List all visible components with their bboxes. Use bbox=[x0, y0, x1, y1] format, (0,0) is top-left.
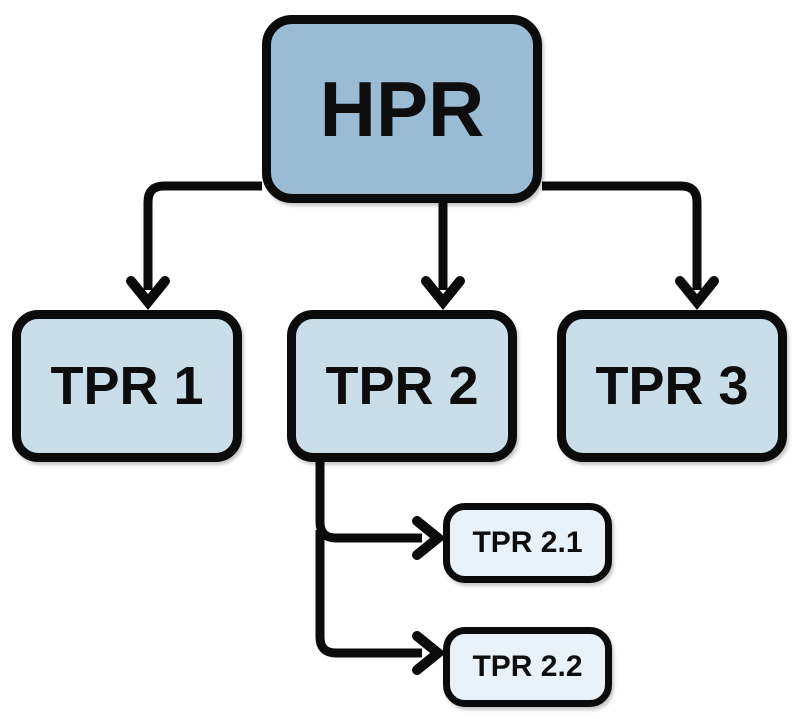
node-tpr2: TPR 2 bbox=[287, 310, 517, 462]
node-tpr21-label: TPR 2.1 bbox=[472, 526, 583, 559]
arrowhead-tpr21 bbox=[412, 516, 446, 560]
connector-hpr-tpr3 bbox=[542, 181, 702, 290]
node-tpr1: TPR 1 bbox=[12, 310, 242, 462]
node-tpr22-label: TPR 2.2 bbox=[472, 650, 583, 683]
node-tpr2-label: TPR 2 bbox=[325, 356, 479, 416]
connector-hpr-tpr1 bbox=[143, 181, 262, 290]
connector-tpr2-tpr22 bbox=[315, 530, 422, 658]
arrowhead-tpr1 bbox=[126, 276, 170, 310]
arrowhead-tpr3 bbox=[675, 276, 719, 310]
arrowhead-tpr22 bbox=[412, 631, 446, 675]
node-tpr3: TPR 3 bbox=[557, 310, 787, 462]
node-tpr3-label: TPR 3 bbox=[595, 356, 749, 416]
node-hpr: HPR bbox=[262, 15, 542, 203]
connector-tpr2-tpr21 bbox=[315, 462, 422, 543]
node-tpr22: TPR 2.2 bbox=[443, 627, 612, 707]
node-tpr1-label: TPR 1 bbox=[50, 356, 204, 416]
arrowhead-tpr2 bbox=[421, 276, 465, 310]
node-tpr21: TPR 2.1 bbox=[443, 503, 612, 583]
node-hpr-label: HPR bbox=[319, 64, 485, 153]
